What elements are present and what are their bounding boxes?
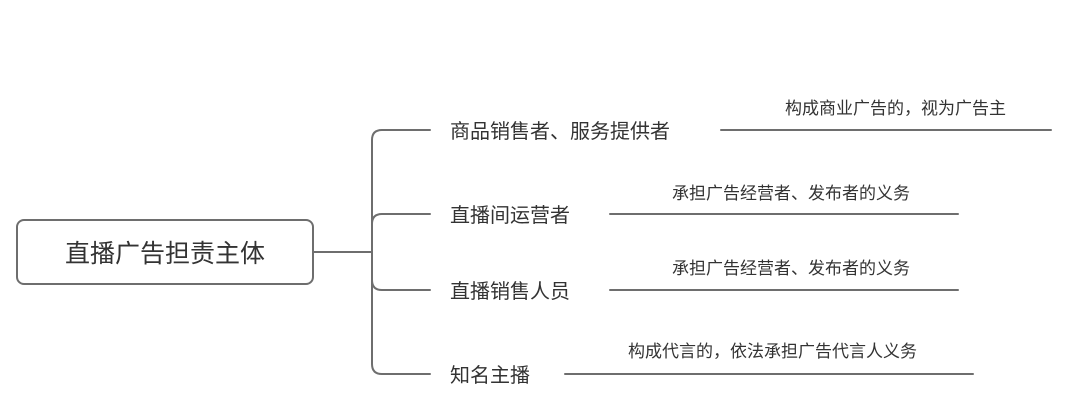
- branch-node-3[interactable]: 直播销售人员: [450, 279, 570, 303]
- branch-node-1[interactable]: 商品销售者、服务提供者: [450, 119, 670, 143]
- leaf-node-4[interactable]: 构成代言的，依法承担广告代言人义务: [628, 342, 917, 362]
- root-node-label: 直播广告担责主体: [64, 239, 265, 268]
- branch-node-4[interactable]: 知名主播: [450, 363, 530, 387]
- leaf-node-1[interactable]: 构成商业广告的，视为广告主: [785, 99, 1006, 119]
- leaf-node-3[interactable]: 承担广告经营者、发布者的义务: [672, 259, 910, 279]
- leaf-node-2[interactable]: 承担广告经营者、发布者的义务: [672, 184, 910, 204]
- root-node[interactable]: 直播广告担责主体: [16, 219, 314, 285]
- branch-connector-2: [371, 213, 431, 225]
- branch-node-2[interactable]: 直播间运营者: [450, 203, 570, 227]
- trunk-line-lower: [371, 251, 431, 375]
- branch-connector-3: [371, 279, 431, 291]
- trunk-line: [371, 129, 431, 253]
